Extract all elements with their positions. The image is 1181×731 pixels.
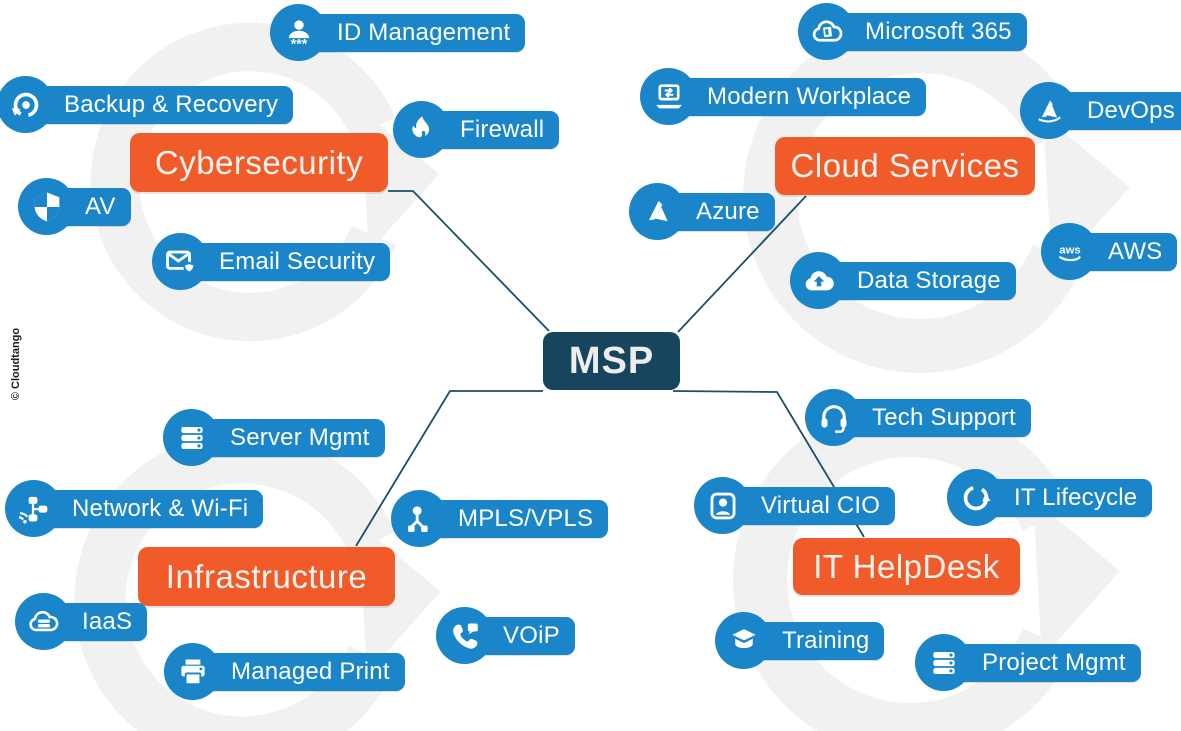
node-aws: aws AWS — [1041, 223, 1178, 280]
connector-cloudservices-msp — [677, 195, 807, 333]
graduation-icon — [715, 612, 772, 669]
node-iaas: IaaS — [15, 593, 148, 650]
node-network-wifi: Network & Wi-Fi — [5, 480, 264, 537]
node-label: Microsoft 365 — [826, 12, 1027, 51]
node-label: Data Storage — [818, 261, 1016, 300]
node-azure: Azure — [629, 183, 775, 240]
printer-icon — [164, 643, 221, 700]
node-label: IT Lifecycle — [975, 478, 1153, 517]
id-management-icon: *** — [270, 4, 327, 61]
node-label: Managed Print — [192, 652, 405, 691]
svg-text:***: *** — [290, 36, 307, 49]
project-stack-icon — [915, 634, 972, 691]
cloud-upload-icon — [790, 252, 847, 309]
server-stack-icon — [163, 409, 220, 466]
node-training: Training — [715, 612, 885, 669]
connector-cybersecurity-msp — [388, 190, 550, 332]
node-voip: VOiP — [436, 607, 575, 664]
node-label: Modern Workplace — [668, 77, 927, 116]
branch-it-helpdesk: IT HelpDesk — [793, 538, 1020, 595]
node-it-lifecycle: IT Lifecycle — [947, 469, 1153, 526]
node-tech-support: Tech Support — [805, 389, 1031, 446]
node-backup-recovery: Backup & Recovery — [0, 76, 294, 133]
svg-text:aws: aws — [1059, 244, 1080, 256]
lifecycle-arrow-icon — [947, 469, 1004, 526]
node-id-management: *** ID Management — [270, 4, 526, 61]
node-label: MPLS/VPLS — [419, 499, 609, 538]
node-label: Tech Support — [833, 398, 1031, 437]
node-label: ID Management — [298, 13, 526, 52]
copyright-credit: © Cloudtango — [10, 327, 22, 401]
backup-recovery-icon — [0, 76, 54, 133]
node-email-security: Email Security — [152, 233, 391, 290]
microsoft-365-cloud-icon — [798, 3, 855, 60]
antivirus-shield-icon — [18, 178, 75, 235]
root-node-msp: MSP — [543, 332, 680, 390]
node-label: Virtual CIO — [722, 486, 896, 525]
node-label: Project Mgmt — [943, 643, 1141, 682]
node-label: Email Security — [180, 242, 391, 281]
node-av: AV — [18, 178, 131, 235]
laptop-sync-icon — [640, 68, 697, 125]
node-label: Network & Wi-Fi — [33, 489, 264, 528]
aws-icon: aws — [1041, 223, 1098, 280]
network-wifi-icon — [5, 480, 62, 537]
node-data-storage: Data Storage — [790, 252, 1016, 309]
node-label: Backup & Recovery — [25, 85, 294, 124]
user-badge-icon — [694, 477, 751, 534]
node-server-mgmt: Server Mgmt — [163, 409, 385, 466]
network-nodes-icon — [391, 490, 448, 547]
node-virtual-cio: Virtual CIO — [694, 477, 896, 534]
node-modern-workplace: Modern Workplace — [640, 68, 927, 125]
firewall-flame-icon — [393, 101, 450, 158]
node-managed-print: Managed Print — [164, 643, 405, 700]
node-label: Server Mgmt — [191, 418, 385, 457]
email-security-icon — [152, 233, 209, 290]
node-mpls-vpls: MPLS/VPLS — [391, 490, 609, 547]
node-project-mgmt: Project Mgmt — [915, 634, 1141, 691]
node-microsoft-365: Microsoft 365 — [798, 3, 1027, 60]
branch-cybersecurity: Cybersecurity — [130, 133, 388, 192]
node-firewall: Firewall — [393, 101, 560, 158]
cloud-server-icon — [15, 593, 72, 650]
node-devops: DevOps — [1020, 82, 1181, 139]
branch-cloud-services: Cloud Services — [775, 137, 1035, 195]
connector-infrastructure-msp — [355, 390, 543, 547]
phone-chat-icon — [436, 607, 493, 664]
headset-icon — [805, 389, 862, 446]
azure-icon — [629, 183, 686, 240]
azure-devops-icon — [1020, 82, 1077, 139]
branch-infrastructure: Infrastructure — [138, 547, 395, 606]
